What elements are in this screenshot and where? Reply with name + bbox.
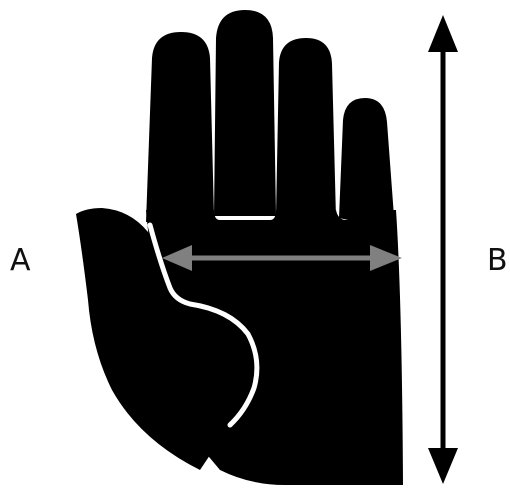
label-a: A xyxy=(10,246,31,276)
length-arrow-head-top xyxy=(428,15,458,52)
ring-finger xyxy=(276,38,336,218)
label-b: B xyxy=(487,246,508,276)
length-arrow xyxy=(428,15,458,484)
hand-palm-icon xyxy=(76,10,403,485)
index-finger xyxy=(146,32,214,222)
length-arrow-head-bottom xyxy=(428,448,458,484)
middle-finger xyxy=(214,10,276,216)
